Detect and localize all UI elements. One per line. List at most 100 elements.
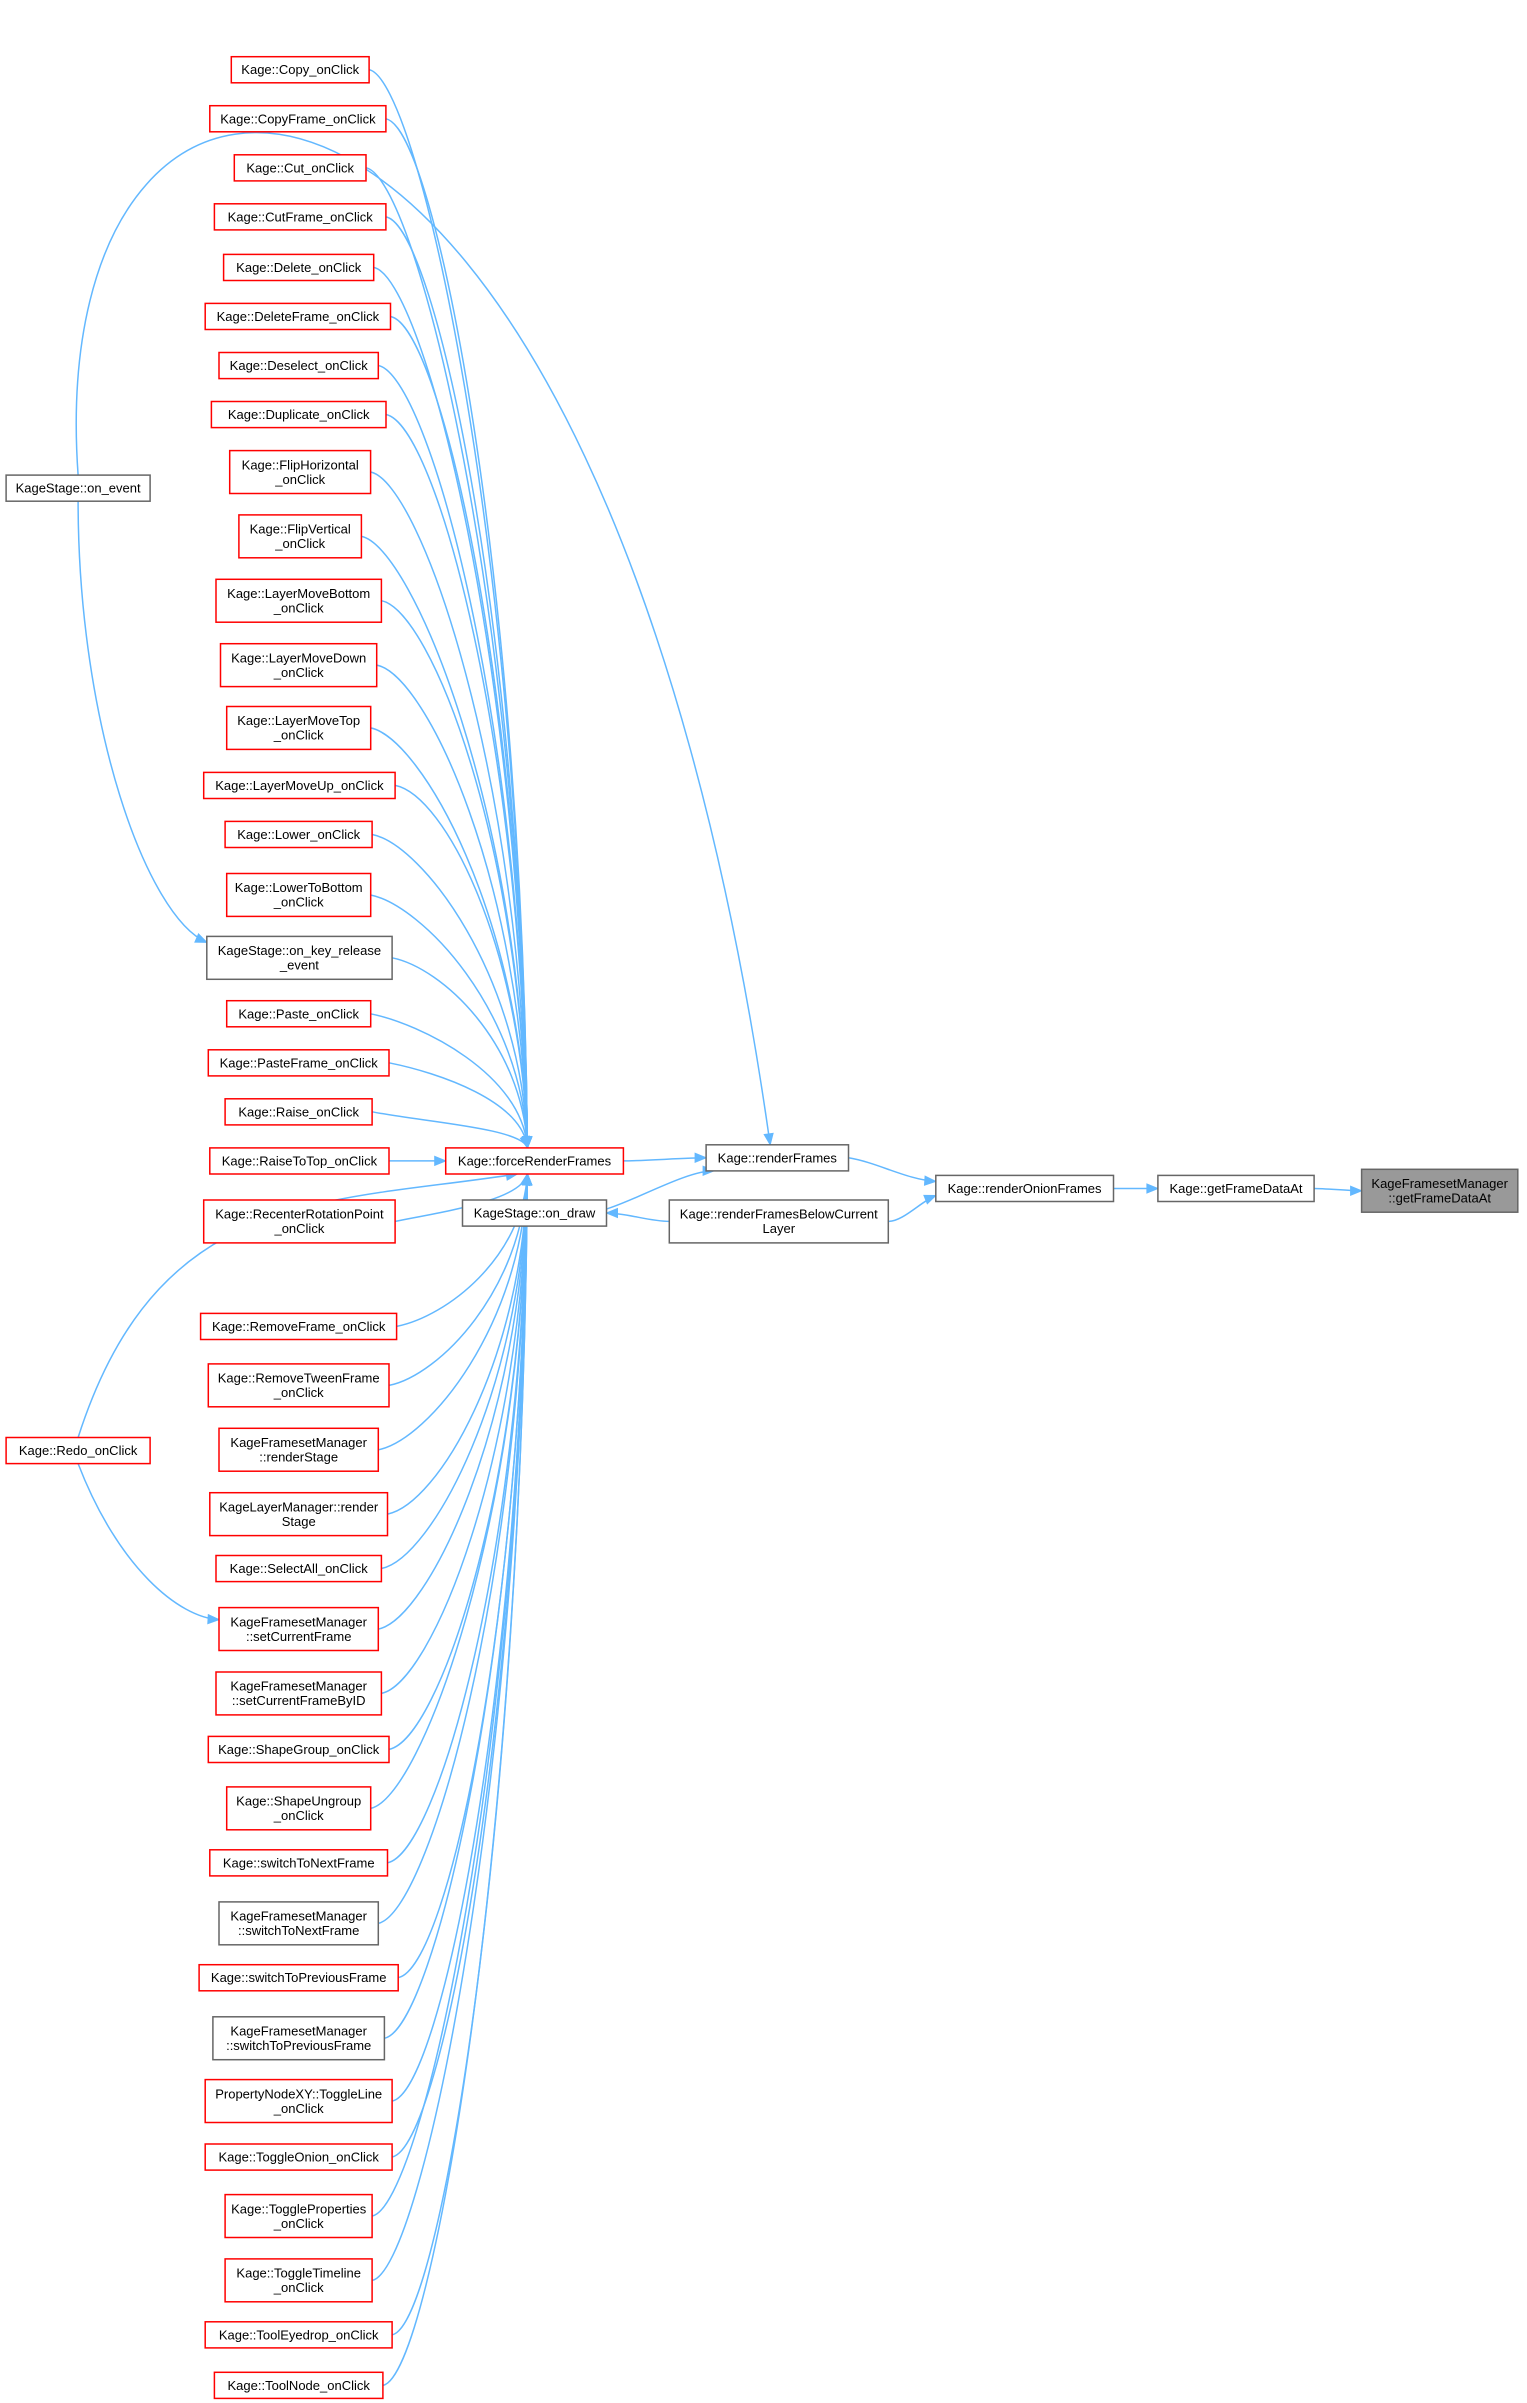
node-box — [209, 1849, 389, 1877]
edge-lmrenderstage — [387, 1173, 529, 1515]
node-label: _onClick — [273, 895, 324, 910]
node-lmup[interactable]: Kage::LayerMoveUp_onClick — [202, 771, 396, 800]
node-lmtop[interactable]: Kage::LayerMoveTop_onClick — [225, 705, 372, 751]
node-cutframe[interactable]: Kage::CutFrame_onClick — [213, 203, 387, 231]
node-selectall[interactable]: Kage::SelectAll_onClick — [215, 1554, 383, 1583]
node-box — [204, 2143, 393, 2171]
edge-lower — [372, 833, 529, 1148]
node-removeframe[interactable]: Kage::RemoveFrame_onClick — [199, 1312, 398, 1341]
edge-removeframe — [396, 1173, 529, 1328]
edge-deselect — [378, 364, 529, 1148]
node-deleteframe[interactable]: Kage::DeleteFrame_onClick — [204, 302, 392, 331]
edge-fmswitchnext — [378, 1173, 529, 1925]
node-lowertobottom[interactable]: Kage::LowerToBottom_onClick — [225, 872, 372, 918]
edge-fmswitchprev — [384, 1173, 529, 2040]
node-label: _onClick — [273, 2280, 324, 2295]
node-tooleyedrop[interactable]: Kage::ToolEyedrop_onClick — [204, 2321, 393, 2349]
node-toggleonion[interactable]: Kage::ToggleOnion_onClick — [204, 2143, 393, 2171]
node-box — [209, 104, 387, 133]
node-lower[interactable]: Kage::Lower_onClick — [224, 820, 373, 849]
edge-arrowhead — [207, 1613, 221, 1625]
node-box — [224, 1098, 373, 1126]
node-label: KageLayerManager::render — [219, 1499, 379, 1514]
node-setcurrent[interactable]: KageFramesetManager::setCurrentFrame — [218, 1606, 380, 1652]
node-toolnode[interactable]: Kage::ToolNode_onClick — [213, 2371, 384, 2400]
node-toggleprops[interactable]: Kage::ToggleProperties_onClick — [224, 2193, 373, 2239]
edge-pasteframe — [388, 1062, 529, 1148]
node-box — [204, 2078, 393, 2124]
node-delete[interactable]: Kage::Delete_onClick — [222, 253, 375, 282]
node-onevent[interactable]: KageStage::on_event — [5, 474, 151, 502]
node-cut[interactable]: Kage::Cut_onClick — [233, 154, 367, 182]
edge-selectall — [381, 1173, 529, 1570]
node-removetween[interactable]: Kage::RemoveTweenFrame_onClick — [207, 1363, 390, 1408]
node-lmbottom[interactable]: Kage::LayerMoveBottom_onClick — [215, 578, 383, 623]
node-fliph[interactable]: Kage::FlipHorizontal_onClick — [228, 449, 372, 495]
node-box — [5, 1436, 151, 1465]
node-redo[interactable]: Kage::Redo_onClick — [5, 1436, 151, 1465]
node-forcerender[interactable]: Kage::forceRenderFrames — [444, 1147, 625, 1175]
node-box — [209, 1491, 389, 1537]
node-box — [207, 1363, 390, 1408]
edge-arrowhead — [763, 1132, 774, 1147]
node-switchprev[interactable]: Kage::switchToPreviousFrame — [198, 1963, 399, 1992]
node-box — [1360, 1168, 1519, 1213]
node-box — [218, 1901, 380, 1946]
node-renderframes[interactable]: Kage::renderFrames — [705, 1144, 850, 1172]
node-getframedata[interactable]: Kage::getFrameDataAt — [1157, 1174, 1315, 1203]
node-label: Kage::getFrameDataAt — [1170, 1181, 1303, 1196]
node-duplicate[interactable]: Kage::Duplicate_onClick — [210, 400, 387, 429]
node-lmrenderstage[interactable]: KageLayerManager::renderStage — [209, 1491, 389, 1537]
node-label: Kage::ToolEyedrop_onClick — [219, 2327, 379, 2342]
node-box — [705, 1144, 850, 1172]
node-label: KageFramesetManager — [230, 1679, 367, 1694]
node-toggletimeline[interactable]: Kage::ToggleTimeline_onClick — [224, 2258, 373, 2303]
edge-fliph — [370, 471, 529, 1148]
edge-deleteframe — [390, 315, 529, 1148]
node-label: Kage::CutFrame_onClick — [228, 209, 374, 224]
node-flipv[interactable]: Kage::FlipVertical_onClick — [238, 514, 363, 559]
node-fmswitchprev[interactable]: KageFramesetManager::switchToPreviousFra… — [212, 2016, 386, 2061]
node-switchnext[interactable]: Kage::switchToNextFrame — [209, 1849, 389, 1877]
node-lmdown[interactable]: Kage::LayerMoveDown_onClick — [219, 642, 378, 688]
node-label: ::getFrameDataAt — [1388, 1191, 1491, 1206]
node-raise[interactable]: Kage::Raise_onClick — [224, 1098, 373, 1126]
node-fmswitchnext[interactable]: KageFramesetManager::switchToNextFrame — [218, 1901, 380, 1946]
node-label: _onClick — [273, 665, 324, 680]
node-box — [198, 1963, 399, 1992]
node-label: Kage::SelectAll_onClick — [230, 1561, 369, 1576]
node-box — [225, 1786, 372, 1831]
node-box — [444, 1147, 625, 1175]
node-fmrenderstage[interactable]: KageFramesetManager::renderStage — [218, 1427, 380, 1472]
node-toggleline[interactable]: PropertyNodeXY::ToggleLine_onClick — [204, 2078, 393, 2124]
node-copy[interactable]: Kage::Copy_onClick — [230, 55, 370, 84]
node-recenter[interactable]: Kage::RecenterRotationPoint_onClick — [202, 1199, 396, 1244]
node-keyrelease[interactable]: KageStage::on_key_release_event — [206, 935, 393, 981]
node-copyframe[interactable]: Kage::CopyFrame_onClick — [209, 104, 387, 133]
node-box — [218, 1606, 380, 1652]
node-box — [225, 872, 372, 918]
node-ondraw[interactable]: KageStage::on_draw — [461, 1199, 608, 1227]
node-label: Kage::ToggleOnion_onClick — [218, 2150, 379, 2165]
node-fmgetframedata[interactable]: KageFramesetManager::getFrameDataAt — [1360, 1168, 1519, 1213]
node-raisetotop[interactable]: Kage::RaiseToTop_onClick — [209, 1147, 390, 1175]
node-label: _onClick — [273, 601, 324, 616]
node-label: _onClick — [273, 1808, 324, 1823]
node-label: Kage::Cut_onClick — [246, 160, 354, 175]
node-setcurrentid[interactable]: KageFramesetManager::setCurrentFrameByID — [215, 1671, 383, 1716]
edge-paste — [370, 1013, 529, 1148]
node-box — [199, 1312, 398, 1341]
node-label: ::setCurrentFrame — [246, 1629, 351, 1644]
node-shapegroup[interactable]: Kage::ShapeGroup_onClick — [207, 1735, 390, 1764]
node-deselect[interactable]: Kage::Deselect_onClick — [218, 351, 380, 380]
node-renderonion[interactable]: Kage::renderOnionFrames — [935, 1174, 1115, 1203]
node-label: _onClick — [274, 536, 325, 551]
node-shapeungroup[interactable]: Kage::ShapeUngroup_onClick — [225, 1786, 372, 1831]
edge-toggletimeline — [372, 1173, 529, 2282]
node-paste[interactable]: Kage::Paste_onClick — [225, 999, 372, 1028]
node-label: Kage::RemoveFrame_onClick — [212, 1319, 386, 1334]
node-pasteframe[interactable]: Kage::PasteFrame_onClick — [207, 1049, 390, 1077]
edge-lmup — [395, 784, 529, 1148]
